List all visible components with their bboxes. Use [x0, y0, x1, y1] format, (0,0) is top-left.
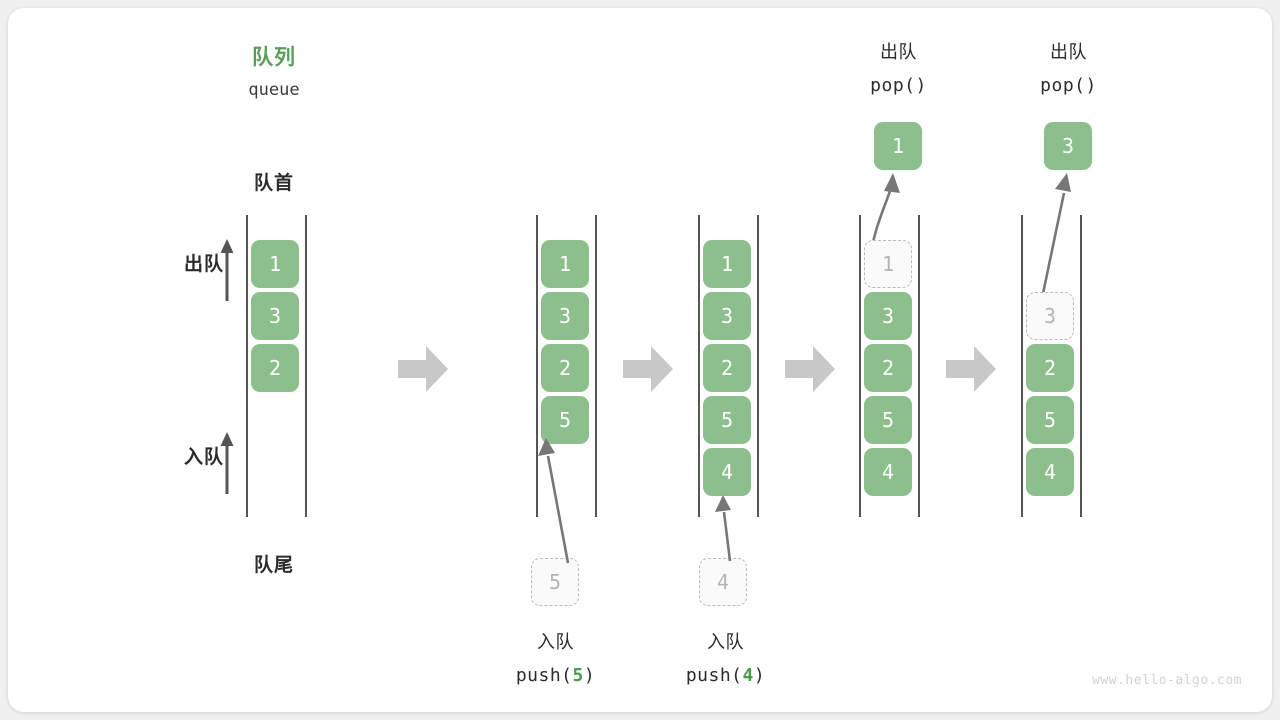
stage-push4-insert-arrow	[715, 495, 732, 562]
stage-pop3-box-2: 4	[1026, 448, 1074, 496]
stage-pop1-op-cn: 出队	[880, 42, 917, 62]
stage-push4-box-3: 5	[703, 396, 751, 444]
stage-pop1-popped-box: 1	[874, 122, 922, 170]
stage-push4-box-1: 3	[703, 292, 751, 340]
stage-push4-op-code-prefix: push(	[685, 665, 743, 686]
stage-pop3-rail-right	[1080, 215, 1082, 517]
stage-push5-box-1: 3	[541, 292, 589, 340]
flow-arrow-1	[398, 346, 448, 392]
stage-push5-incoming-ghost: 5	[531, 558, 579, 606]
stage-pop1-box-2: 5	[864, 396, 912, 444]
stage-push5-op-code-suffix: )	[583, 665, 596, 686]
stage-push4-box-2: 2	[703, 344, 751, 392]
stage-pop3-ghost-box: 3	[1026, 292, 1074, 340]
stage-pop3-box-0: 2	[1026, 344, 1074, 392]
stage-initial-box-0: 1	[251, 240, 299, 288]
stage-pop3-rail-left	[1021, 215, 1023, 517]
stage-push4-op-cn: 入队	[707, 632, 744, 652]
diagram-card: 队列 queue 队首 队尾 出队 入队 1 3 2 1 3 2 5	[8, 8, 1272, 712]
stage-push4-rail-right	[757, 215, 759, 517]
flow-arrow-2	[623, 346, 673, 392]
stage-push5-op-code-prefix: push(	[515, 665, 573, 686]
stage-push5-op-code: push(5)	[473, 659, 638, 692]
front-label: 队首	[253, 173, 294, 194]
stage-pop1-box-3: 4	[864, 448, 912, 496]
stage-pop1-box-0: 3	[864, 292, 912, 340]
stage-push5-rail-right	[595, 215, 597, 517]
stage-push5-box-0: 1	[541, 240, 589, 288]
stage-initial-rail-left	[246, 215, 248, 517]
flow-arrow-3	[785, 346, 835, 392]
enqueue-direction-arrow	[220, 432, 234, 494]
dequeue-side-label: 出队	[183, 254, 224, 275]
stage-push5-op-cn: 入队	[537, 632, 574, 652]
dequeue-direction-arrow	[220, 239, 234, 301]
stage-pop3-pop-arrow	[1038, 173, 1071, 309]
stage-push4-op-label: 入队 push(4)	[643, 626, 808, 692]
stage-pop3-op-cn: 出队	[1050, 42, 1087, 62]
queue-diagram: 队列 queue 队首 队尾 出队 入队 1 3 2 1 3 2 5	[8, 8, 1272, 712]
stage-push4-box-0: 1	[703, 240, 751, 288]
stage-pop3-op-label: 出队 pop()	[986, 36, 1151, 102]
stage-pop3-op-code: pop()	[1040, 75, 1097, 96]
stage-push5-rail-left	[536, 215, 538, 517]
stage-push5-insert-arrow	[538, 438, 570, 564]
enqueue-side-label: 入队	[183, 447, 224, 468]
stage-push4-op-code-num: 4	[742, 665, 754, 686]
stage-push5-op-label: 入队 push(5)	[473, 626, 638, 692]
stage-pop1-rail-right	[918, 215, 920, 517]
rear-label: 队尾	[253, 555, 294, 576]
stage-pop1-rail-left	[859, 215, 861, 517]
stage-push5-op-code-num: 5	[572, 665, 584, 686]
flow-arrow-4	[946, 346, 996, 392]
stage-initial-box-1: 3	[251, 292, 299, 340]
stage-pop1-box-1: 2	[864, 344, 912, 392]
stage-push5-box-3: 5	[541, 396, 589, 444]
stage-pop3-box-1: 5	[1026, 396, 1074, 444]
stage-push5-box-2: 2	[541, 344, 589, 392]
stage-push4-incoming-ghost: 4	[699, 558, 747, 606]
stage-push4-op-code: push(4)	[643, 659, 808, 692]
stage-pop3-popped-box: 3	[1044, 122, 1092, 170]
stage-pop1-op-label: 出队 pop()	[816, 36, 981, 102]
stage-initial-rail-right	[305, 215, 307, 517]
stage-pop1-ghost-box: 1	[864, 240, 912, 288]
stage-push4-box-4: 4	[703, 448, 751, 496]
stage-pop1-op-code: pop()	[870, 75, 927, 96]
stage-push4-op-code-suffix: )	[753, 665, 766, 686]
diagram-title-cn: 队列	[252, 46, 296, 69]
stage-initial-box-2: 2	[251, 344, 299, 392]
watermark: www.hello-algo.com	[1092, 673, 1242, 688]
stage-push4-rail-left	[698, 215, 700, 517]
diagram-title-en: queue	[248, 80, 300, 100]
